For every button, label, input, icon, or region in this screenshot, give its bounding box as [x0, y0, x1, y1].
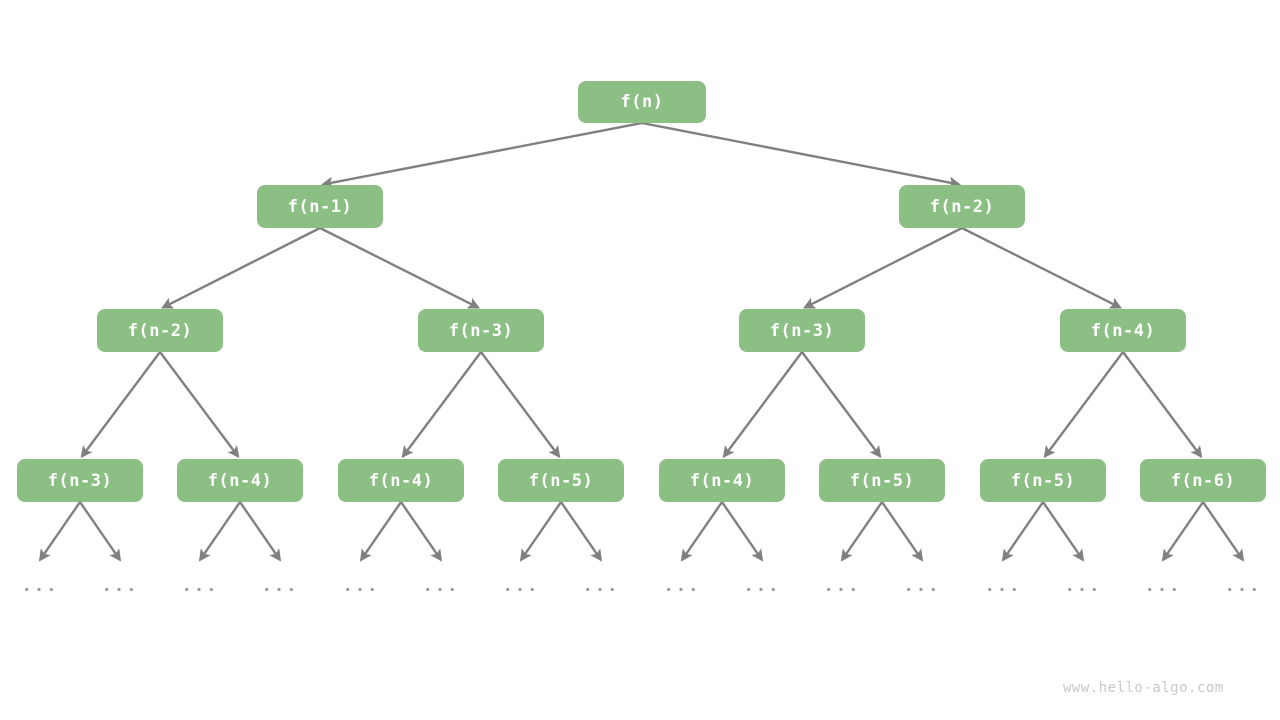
tree-stub-edge	[1202, 501, 1245, 562]
tree-node: f(n-3)	[739, 309, 865, 352]
tree-edge	[801, 351, 882, 459]
tree-stub-edge	[519, 501, 562, 562]
tree-edges	[80, 121, 1203, 459]
tree-edge	[1122, 351, 1203, 459]
tree-node: f(n-2)	[97, 309, 223, 352]
tree-stub-edge	[1001, 501, 1044, 562]
ellipsis-marker: ...	[261, 576, 299, 596]
tree-node: f(n-4)	[338, 459, 464, 502]
ellipsis-marker: ...	[1064, 576, 1102, 596]
tree-node: f(n-4)	[659, 459, 785, 502]
tree-node: f(n-3)	[17, 459, 143, 502]
ellipsis-marker: ...	[582, 576, 620, 596]
site-watermark: www.hello-algo.com	[1063, 680, 1224, 696]
tree-node: f(n-5)	[980, 459, 1106, 502]
tree-stub-edge	[881, 501, 924, 562]
ellipsis-marker: ...	[984, 576, 1022, 596]
tree-edge	[1043, 351, 1124, 459]
tree-edge	[319, 226, 481, 309]
ellipsis-marker: ...	[21, 576, 59, 596]
tree-edge	[159, 351, 240, 459]
tree-node: f(n-4)	[177, 459, 303, 502]
tree-node: f(n)	[578, 81, 706, 123]
tree-edge	[722, 351, 803, 459]
ellipsis-marker: ...	[663, 576, 701, 596]
tree-edge	[961, 226, 1123, 309]
tree-stub-edge	[38, 501, 81, 562]
tree-stub-edge	[1161, 501, 1204, 562]
tree-edge	[160, 226, 321, 309]
tree-stub-edge	[239, 501, 282, 562]
ellipsis-marker: ...	[903, 576, 941, 596]
tree-node: f(n-1)	[257, 185, 383, 228]
tree-stub-edge	[359, 501, 402, 562]
tree-node: f(n-5)	[819, 459, 945, 502]
tree-edge	[480, 351, 561, 459]
tree-node: f(n-5)	[498, 459, 624, 502]
ellipsis-marker: ...	[743, 576, 781, 596]
tree-stub-edge	[198, 501, 241, 562]
tree-stub-edge	[1042, 501, 1085, 562]
tree-node: f(n-4)	[1060, 309, 1186, 352]
tree-edge	[401, 351, 482, 459]
tree-node: f(n-6)	[1140, 459, 1266, 502]
tree-stub-edges	[38, 501, 1245, 562]
tree-edge	[321, 121, 643, 189]
tree-stub-edge	[560, 501, 603, 562]
ellipsis-marker: ...	[1224, 576, 1262, 596]
tree-stub-edge	[721, 501, 764, 562]
tree-stub-edge	[400, 501, 443, 562]
tree-node: f(n-2)	[899, 185, 1025, 228]
ellipsis-marker: ...	[1144, 576, 1182, 596]
tree-edge	[641, 121, 961, 189]
ellipsis-marker: ...	[342, 576, 380, 596]
tree-stub-edge	[840, 501, 883, 562]
ellipsis-marker: ...	[181, 576, 219, 596]
ellipsis-marker: ...	[422, 576, 460, 596]
tree-edge	[80, 351, 161, 459]
tree-stub-edge	[680, 501, 723, 562]
tree-node: f(n-3)	[418, 309, 544, 352]
tree-edge	[802, 226, 963, 309]
ellipsis-marker: ...	[823, 576, 861, 596]
tree-stub-edge	[79, 501, 122, 562]
ellipsis-marker: ...	[502, 576, 540, 596]
ellipsis-marker: ...	[101, 576, 139, 596]
